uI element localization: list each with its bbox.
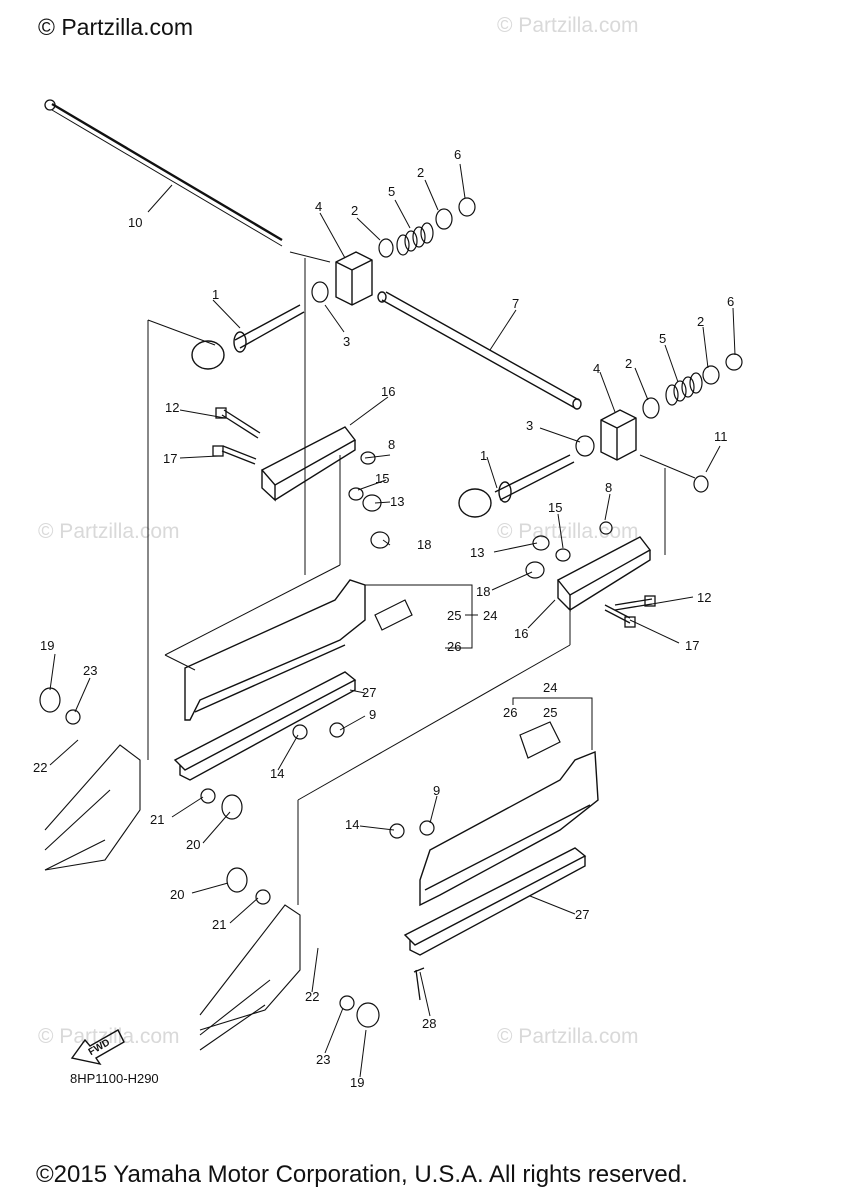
brand-label: © Partzilla.com bbox=[38, 14, 193, 40]
callout-label: 19 bbox=[350, 1075, 364, 1090]
callout-label: 24 bbox=[483, 608, 497, 623]
callout-label: 6 bbox=[727, 294, 734, 309]
callout-label: 1 bbox=[212, 287, 219, 302]
watermark: © Partzilla.com bbox=[38, 520, 180, 543]
callout-label: 3 bbox=[526, 418, 533, 433]
watermark: © Partzilla.com bbox=[497, 14, 639, 37]
callout-label: 13 bbox=[390, 494, 404, 509]
watermark: © Partzilla.com bbox=[38, 1025, 180, 1048]
callout-label: 10 bbox=[128, 215, 142, 230]
callout-label: 2 bbox=[351, 203, 358, 218]
callout-label: 2 bbox=[697, 314, 704, 329]
callout-label: 7 bbox=[512, 296, 519, 311]
fwd-arrow-icon bbox=[70, 1029, 125, 1066]
callout-label: 28 bbox=[422, 1016, 436, 1031]
callout-label: 21 bbox=[150, 812, 164, 827]
rail-part bbox=[403, 750, 599, 956]
callout-label: 18 bbox=[417, 537, 431, 552]
callout-label: 17 bbox=[685, 638, 699, 653]
callout-label: 27 bbox=[575, 907, 589, 922]
callout-label: 9 bbox=[433, 783, 440, 798]
callout-label: 24 bbox=[543, 680, 557, 695]
watermark: © Partzilla.com bbox=[497, 520, 639, 543]
callout-label: 22 bbox=[305, 989, 319, 1004]
callout-label: 15 bbox=[375, 471, 389, 486]
spring-part bbox=[396, 222, 703, 406]
callout-label: 19 bbox=[40, 638, 54, 653]
callout-label: 26 bbox=[503, 705, 517, 720]
callout-label: 1 bbox=[480, 448, 487, 463]
callout-label: 4 bbox=[315, 199, 322, 214]
callout-label: 8 bbox=[388, 437, 395, 452]
callout-label: 2 bbox=[417, 165, 424, 180]
callout-label: 18 bbox=[476, 584, 490, 599]
callout-label: 12 bbox=[697, 590, 711, 605]
callout-label: 16 bbox=[381, 384, 395, 399]
shaft-part bbox=[191, 291, 582, 518]
callout-label: 23 bbox=[316, 1052, 330, 1067]
callout-label: 6 bbox=[454, 147, 461, 162]
arm-part bbox=[260, 426, 652, 612]
callout-label: 2 bbox=[625, 356, 632, 371]
callout-label: 20 bbox=[170, 887, 184, 902]
callout-label: 5 bbox=[388, 184, 395, 199]
rod-part bbox=[44, 99, 283, 247]
callout-label: 15 bbox=[548, 500, 562, 515]
callout-label: 9 bbox=[369, 707, 376, 722]
copyright-text: ©2015 Yamaha Motor Corporation, U.S.A. A… bbox=[36, 1161, 688, 1188]
callout-label: 26 bbox=[447, 639, 461, 654]
callout-label: 16 bbox=[514, 626, 528, 641]
rail-part bbox=[173, 579, 366, 781]
callout-label: 25 bbox=[543, 705, 557, 720]
callout-label: 14 bbox=[345, 817, 359, 832]
callout-label: 4 bbox=[593, 361, 600, 376]
callout-label: 20 bbox=[186, 837, 200, 852]
callout-label: 23 bbox=[83, 663, 97, 678]
callout-label: 25 bbox=[447, 608, 461, 623]
callout-label: 14 bbox=[270, 766, 284, 781]
callout-label: 12 bbox=[165, 400, 179, 415]
callout-label: 13 bbox=[470, 545, 484, 560]
callout-label: 22 bbox=[33, 760, 47, 775]
callout-label: 5 bbox=[659, 331, 666, 346]
callout-label: 17 bbox=[163, 451, 177, 466]
callout-label: 11 bbox=[714, 429, 728, 444]
fwd-label: FWD bbox=[87, 1037, 112, 1058]
diagram-code: 8HP1100-H290 bbox=[70, 1071, 159, 1086]
callout-label: 21 bbox=[212, 917, 226, 932]
callout-label: 27 bbox=[362, 685, 376, 700]
block-part bbox=[335, 251, 637, 461]
watermark: © Partzilla.com bbox=[497, 1025, 639, 1048]
callout-label: 3 bbox=[343, 334, 350, 349]
callout-label: 8 bbox=[605, 480, 612, 495]
